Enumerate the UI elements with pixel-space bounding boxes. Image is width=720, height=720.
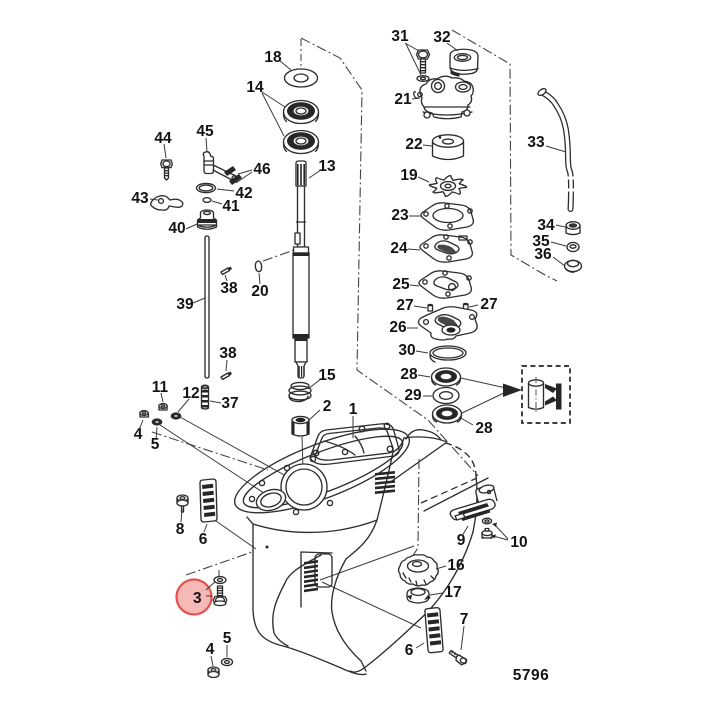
- svg-text:7: 7: [460, 611, 469, 628]
- svg-text:40: 40: [168, 220, 185, 237]
- svg-text:16: 16: [447, 557, 465, 574]
- svg-text:11: 11: [152, 379, 169, 396]
- svg-text:38: 38: [219, 345, 237, 362]
- svg-text:9: 9: [457, 532, 466, 549]
- svg-text:15: 15: [318, 367, 336, 384]
- svg-text:25: 25: [392, 276, 410, 293]
- svg-text:14: 14: [246, 79, 264, 96]
- svg-text:6: 6: [405, 642, 414, 659]
- svg-text:26: 26: [389, 319, 407, 336]
- svg-text:8: 8: [176, 521, 185, 538]
- svg-text:36: 36: [534, 246, 552, 263]
- svg-text:17: 17: [444, 584, 461, 601]
- svg-text:41: 41: [222, 198, 240, 215]
- svg-text:19: 19: [400, 167, 418, 184]
- svg-text:35: 35: [532, 233, 550, 250]
- svg-text:5: 5: [151, 436, 160, 453]
- svg-text:24: 24: [390, 240, 408, 257]
- svg-text:6: 6: [199, 531, 208, 548]
- svg-text:30: 30: [398, 342, 415, 359]
- svg-text:18: 18: [264, 49, 282, 66]
- svg-text:3: 3: [193, 590, 202, 607]
- svg-text:37: 37: [221, 395, 238, 412]
- svg-text:42: 42: [235, 185, 252, 202]
- svg-text:29: 29: [404, 387, 422, 404]
- svg-text:39: 39: [176, 296, 194, 313]
- svg-text:27: 27: [396, 297, 413, 314]
- svg-text:1: 1: [349, 401, 358, 418]
- svg-text:27: 27: [480, 296, 497, 313]
- svg-text:43: 43: [131, 190, 149, 207]
- svg-text:38: 38: [220, 280, 238, 297]
- svg-text:4: 4: [206, 641, 215, 658]
- svg-text:2: 2: [323, 398, 332, 415]
- svg-text:23: 23: [391, 207, 409, 224]
- svg-text:5: 5: [223, 630, 232, 647]
- svg-text:45: 45: [196, 123, 214, 140]
- svg-text:44: 44: [154, 130, 172, 147]
- svg-text:34: 34: [537, 217, 555, 234]
- svg-text:12: 12: [182, 385, 199, 402]
- svg-text:28: 28: [400, 366, 418, 383]
- svg-text:21: 21: [394, 91, 412, 108]
- svg-text:10: 10: [510, 534, 527, 551]
- svg-text:31: 31: [391, 28, 409, 45]
- svg-text:32: 32: [433, 29, 450, 46]
- svg-text:28: 28: [475, 420, 493, 437]
- svg-text:13: 13: [318, 158, 336, 175]
- svg-text:4: 4: [134, 426, 143, 443]
- svg-text:22: 22: [405, 136, 422, 153]
- svg-text:46: 46: [253, 161, 271, 178]
- svg-text:20: 20: [251, 283, 268, 300]
- svg-text:33: 33: [527, 134, 545, 151]
- svg-text:5796: 5796: [513, 667, 549, 684]
